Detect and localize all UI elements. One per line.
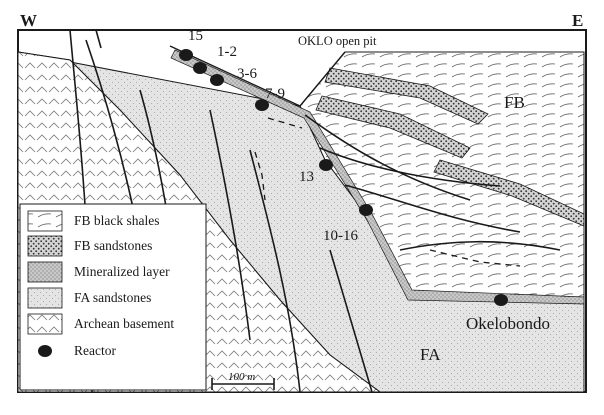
legend-label: FB sandstones — [74, 238, 152, 253]
reactor-label: 7-9 — [265, 86, 285, 102]
unit-label-fb: FB — [504, 93, 525, 112]
legend-swatch-sandstone — [28, 236, 62, 256]
legend: FB black shales FB sandstones Mineralize… — [20, 204, 206, 390]
reactor-label: Okelobondo — [466, 314, 550, 333]
legend-swatch-reactor — [38, 345, 52, 357]
reactor-dot — [319, 159, 333, 171]
legend-label: Mineralized layer — [74, 264, 170, 279]
reactor-label: 15 — [188, 28, 203, 44]
legend-label: FA sandstones — [74, 290, 151, 305]
legend-swatch-shale — [28, 211, 62, 231]
reactor-label: 3-6 — [237, 66, 257, 82]
reactor-label: 13 — [299, 169, 314, 185]
reactor-label: 10-16 — [323, 228, 358, 244]
site-title: OKLO open pit — [298, 34, 377, 48]
compass-east: E — [572, 11, 583, 30]
legend-swatch-basement — [28, 314, 62, 334]
scale-bar-label: 100 m — [228, 371, 255, 383]
legend-swatch-fa — [28, 288, 62, 308]
legend-swatch-mineralized — [28, 262, 62, 282]
unit-label-fa: FA — [420, 345, 441, 364]
legend-label: FB black shales — [74, 213, 160, 228]
legend-label: Reactor — [74, 343, 116, 358]
reactor-dot — [359, 204, 373, 216]
reactor-dot — [179, 49, 193, 61]
reactor-label: 1-2 — [217, 44, 237, 60]
compass-west: W — [20, 11, 37, 30]
reactor-dot — [193, 62, 207, 74]
reactor-dot — [210, 74, 224, 86]
legend-label: Archean basement — [74, 316, 174, 331]
reactor-dot — [494, 294, 508, 306]
